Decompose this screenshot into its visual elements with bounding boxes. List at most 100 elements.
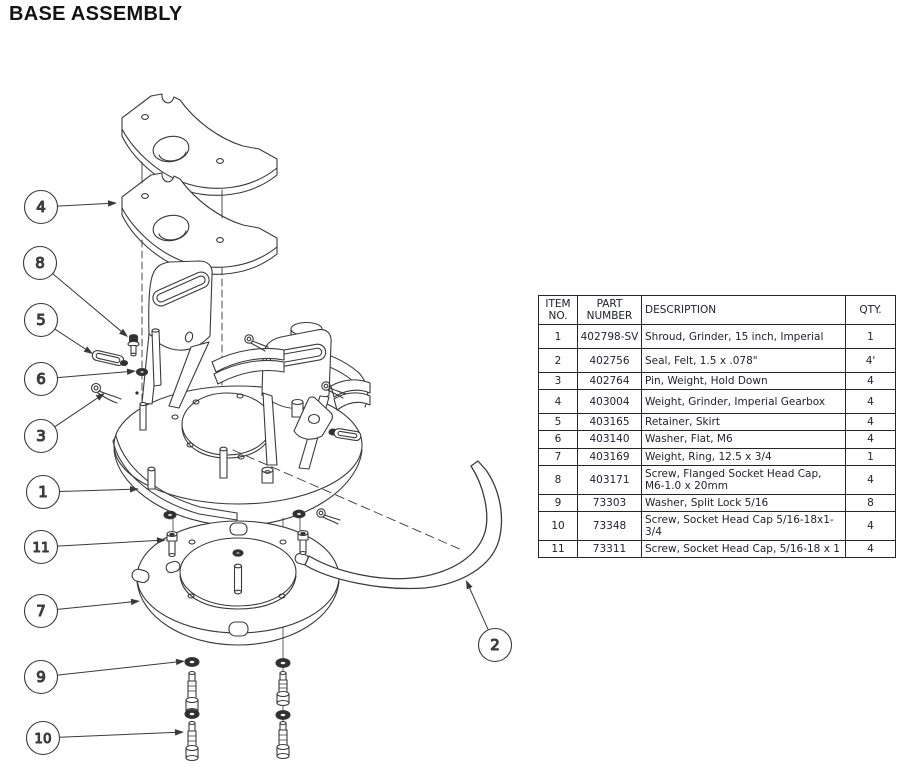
balloon-number: 1 — [38, 483, 48, 501]
balloon-circle — [23, 593, 59, 629]
washers-below-shroud — [163, 509, 306, 520]
description-cell: Screw, Socket Head Cap 5/16-18x1- 3/4 — [641, 510, 846, 541]
cotter-pin-left-stack — [244, 334, 269, 352]
balloon-circle — [23, 529, 59, 565]
balloon-circle — [23, 659, 59, 695]
balloon-number: 2 — [490, 636, 500, 654]
leader-line — [56, 202, 115, 207]
leader-line — [56, 660, 183, 676]
screw-11-left — [166, 531, 178, 558]
split-lock-washer — [184, 708, 200, 720]
column-header-qty: QTY. — [845, 294, 896, 326]
qty-cell: 4 — [845, 539, 896, 558]
flat-washer-6 — [135, 367, 149, 377]
split-lock-washer — [275, 709, 291, 721]
qty-cell: 8 — [845, 493, 896, 512]
item-no-cell: 7 — [538, 447, 578, 466]
leader-line — [56, 370, 134, 379]
leader-arrowhead — [129, 486, 139, 493]
description-cell: Seal, Felt, 1.5 x .078" — [641, 348, 846, 374]
qty-cell: 1 — [845, 324, 896, 350]
balloon-5: 5 — [23, 302, 93, 354]
part-number-cell: 402798-SV — [577, 324, 642, 350]
split-lock-washer — [184, 656, 200, 668]
balloon-circle — [25, 720, 61, 756]
skirt-retainer-right — [328, 428, 362, 442]
balloon-7: 7 — [23, 593, 140, 629]
item-no-cell: 11 — [538, 539, 578, 558]
balloon-circle — [23, 189, 59, 225]
leader-line — [56, 539, 164, 547]
leader-arrowhead — [83, 346, 93, 354]
leader-arrowhead — [126, 368, 136, 375]
weight-stack-right — [330, 379, 371, 411]
description-cell: Weight, Grinder, Imperial Gearbox — [641, 389, 846, 415]
part-number-cell: 402756 — [577, 348, 642, 374]
column-header-part: PART NUMBER — [577, 294, 642, 326]
balloon-number: 10 — [34, 731, 51, 747]
qty-cell: 4 — [845, 413, 896, 432]
item-no-cell: 10 — [538, 510, 578, 541]
leader-arrowhead — [119, 328, 128, 337]
shroud-handle-left — [141, 260, 213, 409]
item-no-cell: 8 — [538, 464, 578, 495]
leader-arrowhead — [466, 580, 473, 590]
socket-head-screw — [185, 720, 199, 762]
screw-11-right — [297, 530, 309, 556]
balloon-circle — [23, 361, 59, 397]
item-no-cell: 4 — [538, 389, 578, 415]
leader-arrowhead — [107, 200, 117, 207]
part-number-cell: 403169 — [577, 447, 642, 466]
leader-line — [58, 731, 182, 738]
part-number-cell: 403171 — [577, 464, 642, 495]
leader-line — [54, 328, 91, 353]
part-number-cell: 403165 — [577, 413, 642, 432]
leader-arrowhead — [175, 658, 185, 666]
flanged-screw-8 — [127, 334, 140, 357]
qty-cell: 4 — [845, 389, 896, 415]
balloon-circle — [22, 245, 58, 281]
cotter-pin-below-shroud — [316, 508, 341, 525]
description-cell: Screw, Flanged Socket Head Cap, M6-1.0 x… — [641, 464, 846, 495]
balloon-circle — [25, 474, 61, 510]
part-number-cell: 402764 — [577, 372, 642, 391]
balloon-circle — [23, 302, 59, 338]
balloon-11: 11 — [23, 529, 166, 565]
item-no-cell: 9 — [538, 493, 578, 512]
description-cell: Shroud, Grinder, 15 inch, Imperial — [641, 324, 846, 350]
felt-seal — [304, 460, 503, 590]
balloon-4: 4 — [23, 189, 117, 225]
qty-cell: 1 — [845, 447, 896, 466]
description-cell: Washer, Flat, M6 — [641, 430, 846, 449]
balloon-number: 8 — [35, 254, 45, 272]
leader-line — [54, 394, 104, 428]
part-number-cell: 73303 — [577, 493, 642, 512]
socket-head-screw — [276, 670, 290, 707]
item-no-cell: 3 — [538, 372, 578, 391]
item-no-cell: 6 — [538, 430, 578, 449]
balloon-6: 6 — [23, 361, 136, 397]
qty-cell: 4 — [845, 464, 896, 495]
part-number-cell: 403004 — [577, 389, 642, 415]
balloon-number: 4 — [36, 198, 46, 216]
hardware-column-left — [184, 656, 200, 762]
qty-cell: 4' — [845, 348, 896, 374]
balloon-1: 1 — [25, 474, 139, 510]
pivot-bracket — [291, 396, 333, 440]
balloon-number: 6 — [36, 370, 46, 388]
balloon-number: 7 — [36, 602, 46, 620]
part-number-cell: 403140 — [577, 430, 642, 449]
cotter-pin-right-stack — [321, 381, 347, 399]
part-number-cell: 73311 — [577, 539, 642, 558]
hardware-column-right — [275, 657, 291, 760]
description-cell: Washer, Split Lock 5/16 — [641, 493, 846, 512]
leader-arrowhead — [130, 598, 140, 606]
balloon-number: 11 — [32, 540, 49, 556]
leader-arrowhead — [174, 729, 184, 736]
